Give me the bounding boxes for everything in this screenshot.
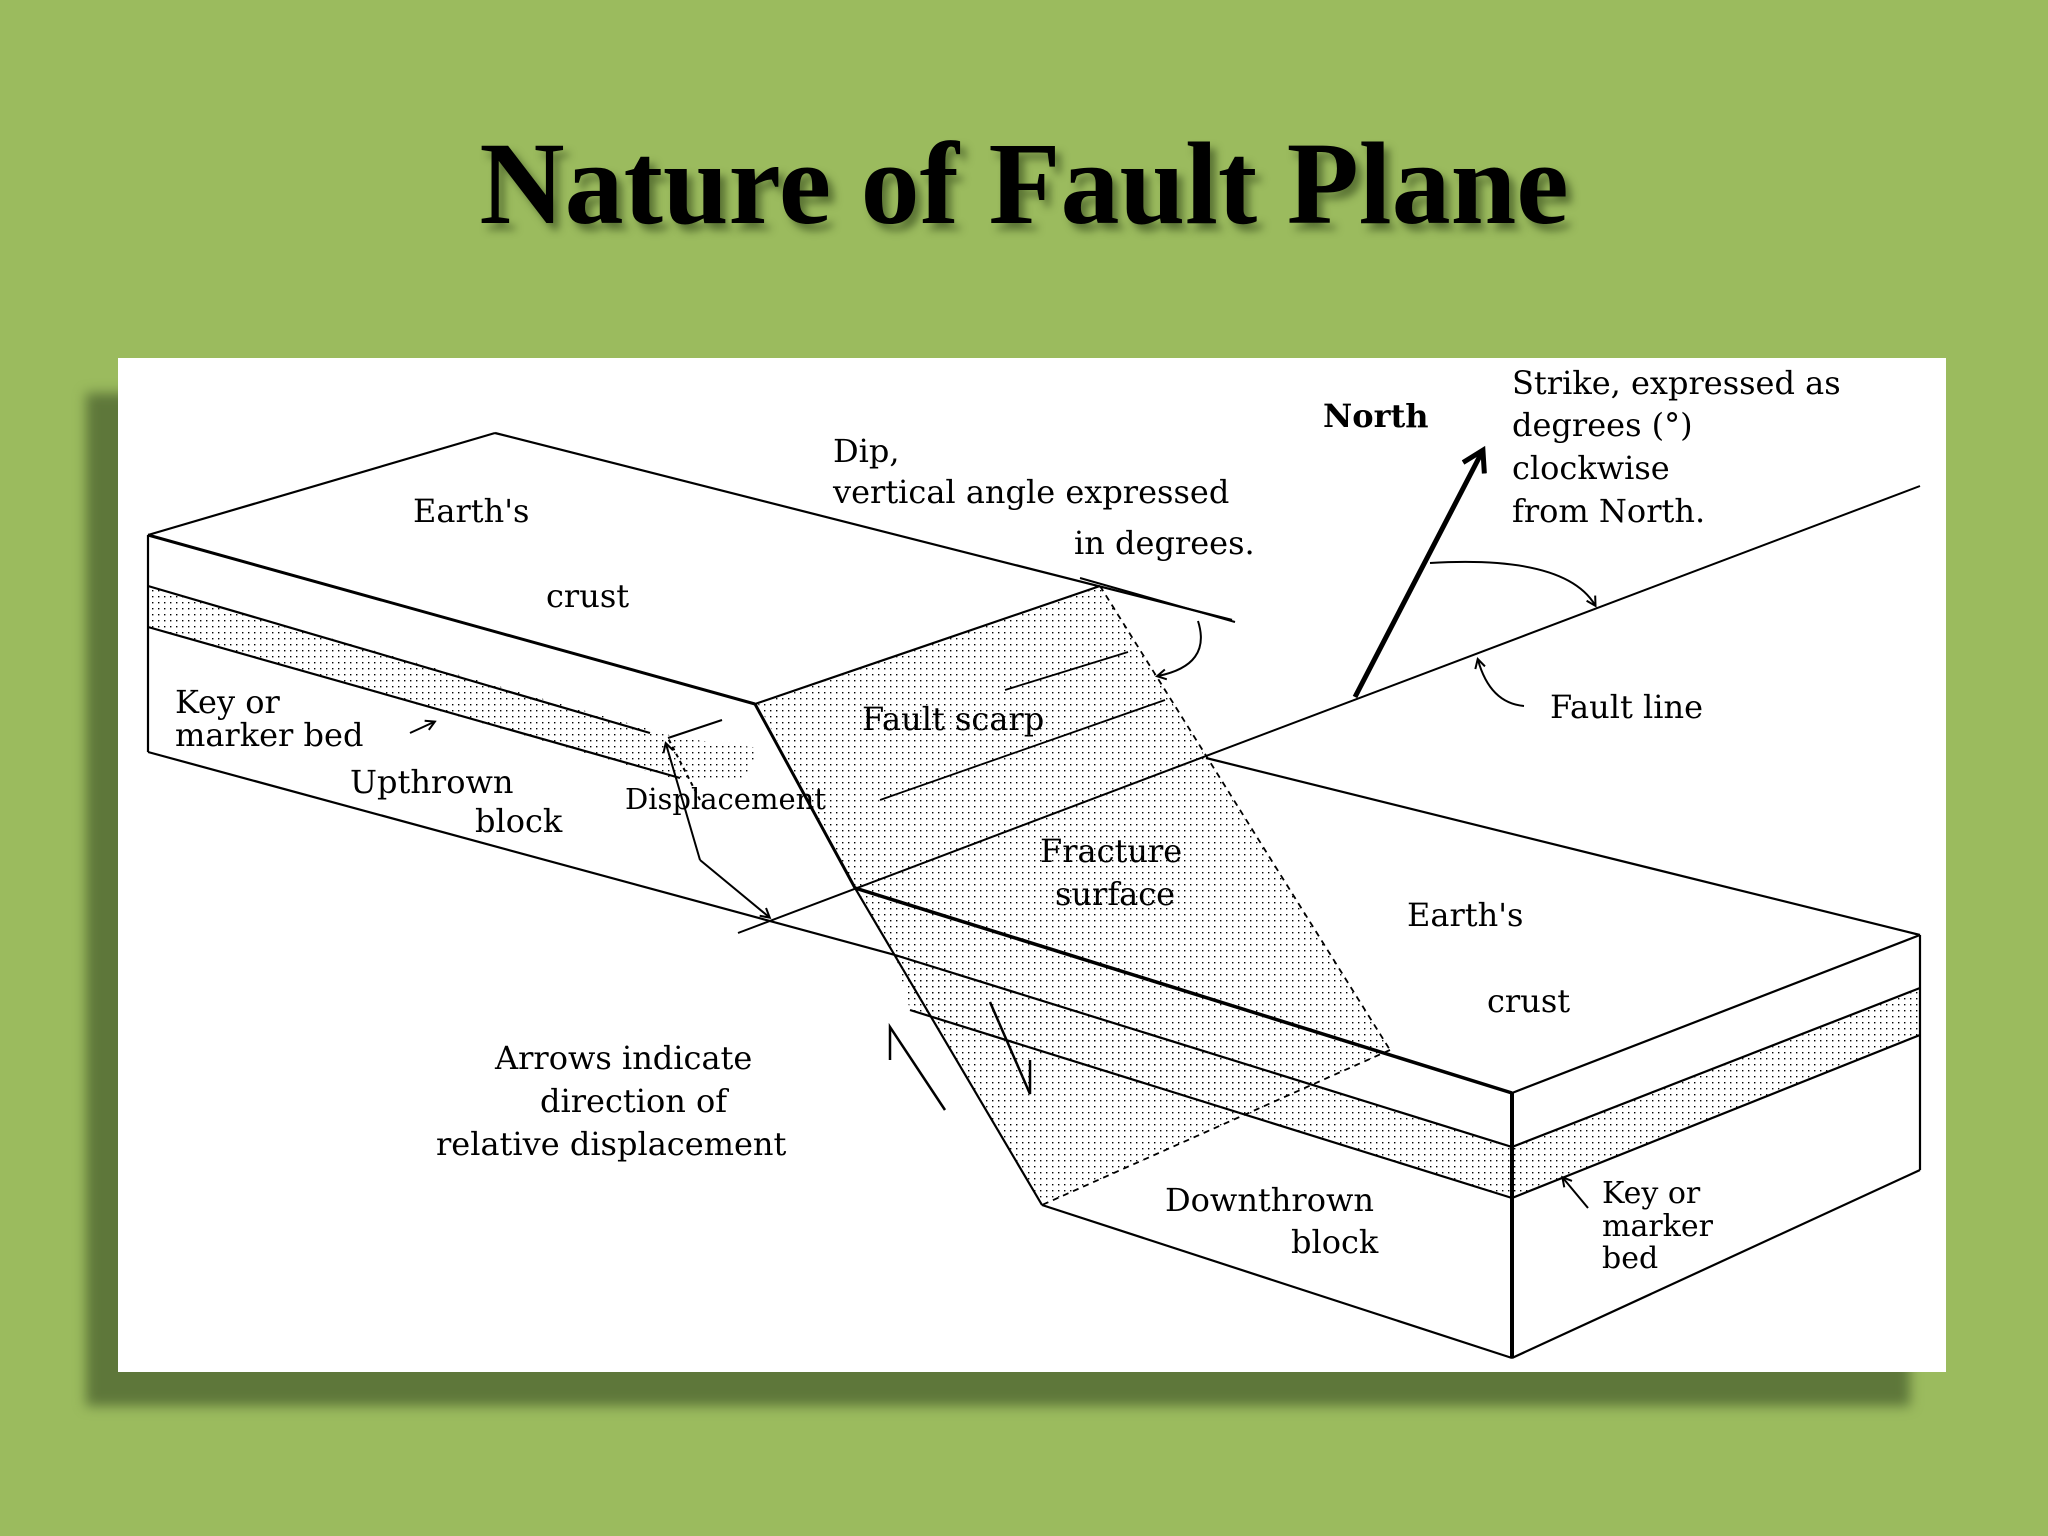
upthrown-label-1: Upthrown xyxy=(350,763,513,801)
key-left-label-1: Key or xyxy=(175,683,281,721)
fault-line-label: Fault line xyxy=(1550,688,1703,726)
up-arrow-icon xyxy=(888,1022,947,1111)
fault-line xyxy=(737,485,1921,934)
fault-scarp-strike-lines xyxy=(879,651,1166,801)
marker-bed-pointers xyxy=(409,722,1589,1209)
down-arrow-icon xyxy=(988,1001,1032,1095)
dip-label-1: Dip, xyxy=(833,432,900,470)
strike-label-3: clockwise xyxy=(1512,449,1670,487)
marker-bed-front-stipple xyxy=(895,955,1512,1198)
north-label: North xyxy=(1323,397,1429,435)
slide-title: Nature of Fault Plane xyxy=(479,118,1569,249)
upthrown-label-2: block xyxy=(475,802,563,840)
arrows-label-2: direction of xyxy=(540,1082,729,1120)
fault-scarp-stipple xyxy=(758,586,1206,888)
displacement-indicator xyxy=(666,719,769,917)
crust-lower-label: crust xyxy=(1487,982,1570,1020)
displacement-label: Displacement xyxy=(625,782,826,816)
downthrown-block xyxy=(854,756,1922,1360)
crust-upper-label: crust xyxy=(546,577,629,615)
downthrown-label-2: block xyxy=(1291,1223,1379,1261)
earths-upper-label: Earth's xyxy=(413,492,529,530)
marker-bed-left-stipple xyxy=(148,586,760,778)
arrows-label-3: relative displacement xyxy=(436,1125,787,1163)
fracture-label-1: Fracture xyxy=(1040,832,1182,870)
key-right-label-2: marker xyxy=(1602,1209,1714,1244)
fault-plane-edges xyxy=(1041,585,1391,1206)
key-right-label-3: bed xyxy=(1602,1241,1658,1276)
arrows-label-1: Arrows indicate xyxy=(494,1039,752,1077)
downthrown-label-1: Downthrown xyxy=(1165,1181,1374,1219)
dip-label-2: vertical angle expressed xyxy=(832,473,1229,511)
fracture-label-2: surface xyxy=(1055,875,1175,913)
strike-label-4: from North. xyxy=(1512,492,1705,530)
key-right-label-1: Key or xyxy=(1602,1176,1701,1211)
earths-lower-label: Earth's xyxy=(1407,896,1523,934)
dip-label-3: in degrees. xyxy=(1074,524,1255,562)
marker-bed-right-stipple xyxy=(1512,988,1920,1198)
upthrown-block xyxy=(146,431,1233,957)
fault-line-pointer xyxy=(1478,660,1525,707)
dotted-areas xyxy=(148,586,1920,1205)
strike-label-2: degrees (°) xyxy=(1512,406,1693,444)
dip-indicator xyxy=(1079,577,1236,676)
diagram-labels: Dip, vertical angle expressed in degrees… xyxy=(175,364,1841,1276)
key-left-label-2: marker bed xyxy=(175,716,363,754)
relative-displacement-arrows xyxy=(888,1001,1032,1111)
fault-scarp-label: Fault scarp xyxy=(862,700,1044,738)
diagram-canvas: Dip, vertical angle expressed in degrees… xyxy=(146,364,1922,1360)
fault-plane-diagram: Dip, vertical angle expressed in degrees… xyxy=(118,358,1946,1372)
strike-label-1: Strike, expressed as xyxy=(1512,364,1841,402)
north-arrow xyxy=(1352,452,1595,699)
